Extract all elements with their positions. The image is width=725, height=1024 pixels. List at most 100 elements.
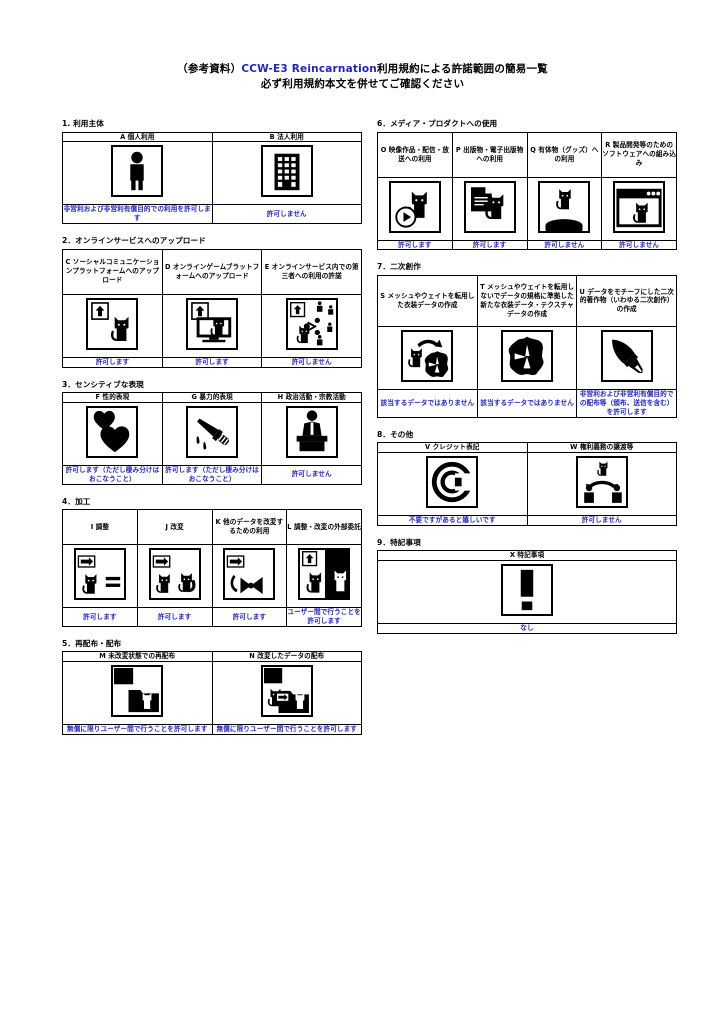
cell-header-Q: Q 有体物（グッズ）への利用 <box>526 131 603 178</box>
cell-icon-X <box>377 560 677 625</box>
cat-in-window-icon <box>613 180 666 233</box>
cell-note-W: 許可しません <box>526 514 677 526</box>
cell-icon-O <box>377 176 453 241</box>
table-row-notes: 非営利および非営利有償目的での利用を許可します 許可しません <box>62 204 362 225</box>
table-row-notes: 該当するデータではありません 該当するデータではありません 非営利および非営利有… <box>377 388 677 418</box>
cell-icon-L <box>286 544 362 609</box>
cell-icon-Q <box>526 176 603 241</box>
section-3-title: 3．センシティブな表現 <box>62 379 144 389</box>
share-folder-modified-cat-icon <box>260 665 313 718</box>
left-column: 1. 利用主体 A 個人利用 B 法人利用 <box>62 118 362 746</box>
cell-note-K: 許可します <box>211 607 288 627</box>
cell-note-H: 許可しません <box>261 464 362 485</box>
table-row-icons <box>377 451 677 516</box>
section-3-table: F 性的表現 G 暴力的表現 H 政治活動・宗教活動 <box>62 392 362 485</box>
cell-icon-G <box>161 401 263 466</box>
cell-note-E: 許可しません <box>261 356 362 368</box>
arrow-cat-modified-icon <box>148 548 201 601</box>
cell-header-N: N 改変したデータの配布 <box>211 651 362 663</box>
section-2-table: C ソーシャルコミュニケーションプラットフォームへのアップロード D オンライン… <box>62 248 362 368</box>
table-row-icons <box>62 141 362 206</box>
cell-note-I: 許可します <box>62 607 138 627</box>
section-4-title: 4．加工 <box>62 496 91 506</box>
table-row-icons <box>62 544 362 609</box>
cell-note-R: 許可しません <box>601 239 677 251</box>
table-row-headers: A 個人利用 B 法人利用 <box>62 131 362 143</box>
table-row-headers: O 映像作品・配信・放送への利用 P 出版物・電子出版物への利用 Q 有体物（グ… <box>377 131 677 178</box>
table-row-icons <box>377 325 677 390</box>
title-suffix: 利用規約による許諾範囲の簡易一覧 <box>376 63 548 75</box>
section-9-table: X 特記事項 なし <box>377 550 677 634</box>
table-row-notes: 許可します 許可します 許可しません 許可しません <box>377 239 677 251</box>
section-5-table: M 未改変状態での再配布 N 改変したデータの配布 <box>62 651 362 736</box>
table-row-headers: I 調整 J 改変 K 他のデータを改変するための利用 L 調整・改変の外部委託 <box>62 509 362 546</box>
cell-header-I: I 調整 <box>62 509 138 546</box>
cell-header-E: E オンラインサービス内での第三者への利用の許諾 <box>261 248 362 295</box>
document-title-block: （参考資料）CCW-E3 Reincarnation利用規約による許諾範囲の簡易… <box>0 0 725 92</box>
cell-header-T: T メッシュやウェイトを転用しないでデータの規格に準拠した新たな衣装データ・テク… <box>476 274 578 327</box>
section-9-title: 9．特記事項 <box>377 537 421 547</box>
section-6: 6．メディア・プロダクトへの使用 O 映像作品・配信・放送への利用 P 出版物・… <box>377 118 677 251</box>
cell-header-G: G 暴力的表現 <box>161 392 263 403</box>
section-5: 5．再配布・配布 M 未改変状態での再配布 N 改変したデータの配布 <box>62 638 362 736</box>
section-4-table: I 調整 J 改変 K 他のデータを改変するための利用 L 調整・改変の外部委託 <box>62 509 362 627</box>
cell-note-L: ユーザー間で行うことを許可します <box>286 607 362 627</box>
cell-note-B: 許可しません <box>211 204 362 225</box>
table-row-notes: 許可します 許可します 許可します ユーザー間で行うことを許可します <box>62 607 362 627</box>
section-9: 9．特記事項 X 特記事項 なし <box>377 537 677 634</box>
cell-note-T: 該当するデータではありません <box>476 388 578 418</box>
table-row-headers: F 性的表現 G 暴力的表現 H 政治活動・宗教活動 <box>62 392 362 403</box>
table-row-notes: なし <box>377 623 677 634</box>
section-3: 3．センシティブな表現 F 性的表現 G 暴力的表現 H 政治活動・宗教活動 <box>62 379 362 485</box>
cell-header-L: L 調整・改変の外部委託 <box>286 509 362 546</box>
exclamation-icon <box>501 564 553 617</box>
section-4: 4．加工 I 調整 J 改変 K 他のデータを改変するための利用 L 調整・改変… <box>62 496 362 627</box>
transfer-people-icon <box>575 455 628 508</box>
section-1-title: 1. 利用主体 <box>62 119 104 128</box>
cat-play-button-icon <box>388 180 441 233</box>
person-icon <box>111 145 164 198</box>
cell-icon-M <box>62 661 213 726</box>
cell-note-U: 非営利および非営利有償目的での配布等（頒布、送信を含む）を許可します <box>576 388 677 418</box>
table-row-notes: 無償に限りユーザー間で行うことを許可します 無償に限りユーザー間で行うことを許可… <box>62 724 362 736</box>
cell-header-O: O 映像作品・配信・放送への利用 <box>377 131 453 178</box>
cell-note-C: 許可します <box>62 356 163 368</box>
cell-icon-I <box>62 544 138 609</box>
table-row-notes: 許可します 許可します 許可しません <box>62 356 362 368</box>
table-row-headers: M 未改変状態での再配布 N 改変したデータの配布 <box>62 651 362 663</box>
cell-icon-V <box>377 451 528 516</box>
cell-header-S: S メッシュやウェイトを転用した衣装データの作成 <box>377 274 478 327</box>
cell-header-M: M 未改変状態での再配布 <box>62 651 213 663</box>
share-folder-cat-icon <box>111 665 164 718</box>
right-column: 6．メディア・プロダクトへの使用 O 映像作品・配信・放送への利用 P 出版物・… <box>377 118 677 645</box>
cell-header-F: F 性的表現 <box>62 392 163 403</box>
table-row-notes: 不要ですがあると嬉しいです 許可しません <box>377 514 677 526</box>
copyright-icon <box>426 455 479 508</box>
cell-icon-U <box>576 325 677 390</box>
table-row-icons <box>377 560 677 625</box>
cell-header-J: J 改変 <box>136 509 213 546</box>
cell-header-B: B 法人利用 <box>211 131 362 143</box>
cell-icon-W <box>526 451 677 516</box>
paint-brush-icon <box>600 329 653 382</box>
section-8-title: 8．その他 <box>377 429 414 439</box>
section-7: 7．二次創作 S メッシュやウェイトを転用した衣装データの作成 T メッシュやウ… <box>377 261 677 418</box>
table-row-icons <box>62 661 362 726</box>
section-6-title: 6．メディア・プロダクトへの使用 <box>377 119 498 128</box>
cell-header-X: X 特記事項 <box>377 550 677 562</box>
knife-blood-icon <box>186 405 239 458</box>
cat-figure-stand-icon <box>538 180 591 233</box>
cell-icon-C <box>62 293 163 358</box>
cell-icon-K <box>211 544 288 609</box>
section-2: 2．オンラインサービスへのアップロード C ソーシャルコミュニケーションプラット… <box>62 235 362 368</box>
cell-note-V: 不要ですがあると嬉しいです <box>377 514 528 526</box>
cell-note-S: 該当するデータではありません <box>377 388 478 418</box>
table-row-headers: C ソーシャルコミュニケーションプラットフォームへのアップロード D オンライン… <box>62 248 362 295</box>
cell-header-H: H 政治活動・宗教活動 <box>261 392 362 403</box>
title-prefix: （参考資料） <box>177 63 242 75</box>
upload-cat-icon <box>86 297 139 350</box>
section-8-table: V クレジット表記 W 権利義務の譲渡等 <box>377 442 677 526</box>
cell-note-Q: 許可しません <box>526 239 603 251</box>
section-8: 8．その他 V クレジット表記 W 権利義務の譲渡等 <box>377 429 677 526</box>
page-subtitle: 必ず利用規約本文を併せてご確認ください <box>260 78 465 91</box>
